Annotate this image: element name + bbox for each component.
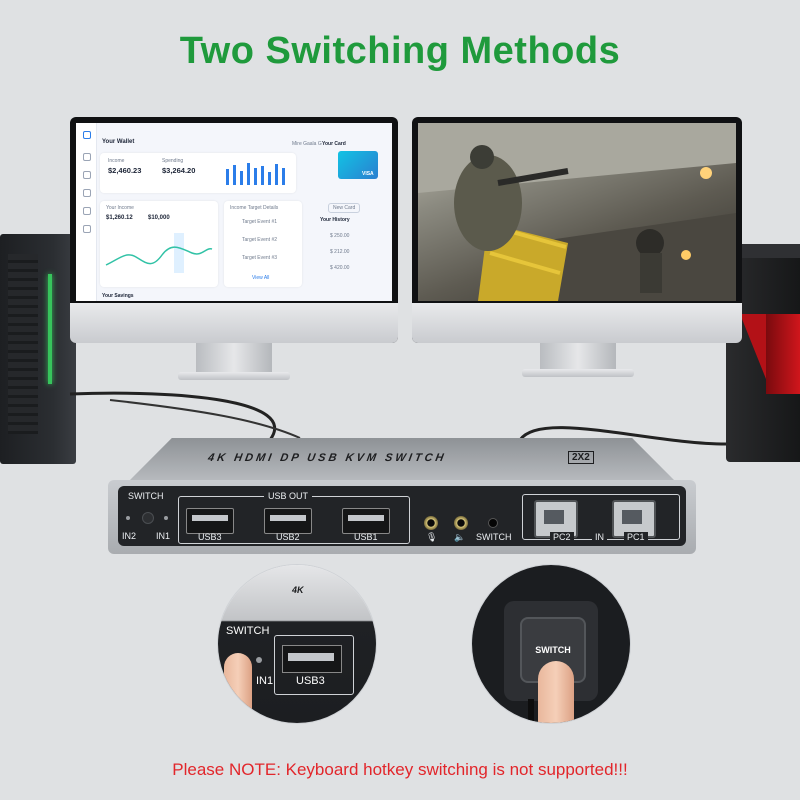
- kvm-front-panel: SWITCH IN2 IN1 USB OUT USB3 USB2 USB1 🎙 …: [118, 486, 686, 546]
- microphone-jack[interactable]: [424, 516, 438, 530]
- warning-note: Please NOTE: Keyboard hotkey switching i…: [172, 760, 628, 779]
- income-line-chart: [105, 233, 213, 273]
- speaker-icon: 🔈: [454, 532, 466, 542]
- wallet-title: Your Wallet: [102, 139, 135, 145]
- usb3-port[interactable]: [186, 508, 234, 534]
- wallet-summary-card: Income $2,460.23 Spending $3,264.20: [100, 153, 296, 193]
- kvm-switch-front: SWITCH IN2 IN1 USB OUT USB3 USB2 USB1 🎙 …: [108, 480, 696, 554]
- target-card: Income Target Details Target Event #1 Ta…: [224, 201, 302, 287]
- green-led-strip: [48, 274, 52, 384]
- headline-title: Two Switching Methods: [179, 30, 621, 72]
- pc1-usb-b-port[interactable]: [612, 500, 656, 538]
- credit-card: VISA: [338, 151, 378, 179]
- audio-jack[interactable]: [454, 516, 468, 530]
- dashboard-screen: Your Wallet Mire Gaala G Income $2,460.2…: [76, 123, 392, 301]
- left-monitor-stand: [196, 343, 272, 377]
- left-pc-tower: [0, 234, 76, 464]
- income-value: $2,460.23: [108, 166, 142, 175]
- kvm-model-label: 4K HDMI DP USB KVM SWITCH: [206, 452, 448, 464]
- usb1-port[interactable]: [342, 508, 390, 534]
- right-monitor-stand: [540, 343, 616, 373]
- mini-bar-chart: [226, 163, 285, 185]
- income-chart-card: Your Income $1,260.12 $10,000: [100, 201, 218, 287]
- finger-pressing: [224, 653, 252, 723]
- right-monitor: [412, 117, 742, 343]
- cables: [69, 391, 727, 446]
- user-name: Mire Gaala G: [292, 141, 322, 147]
- wired-switch-port[interactable]: [488, 518, 498, 528]
- red-led-panel: [766, 314, 800, 394]
- new-card-button[interactable]: New Card: [328, 203, 361, 213]
- left-monitor: Your Wallet Mire Gaala G Income $2,460.2…: [70, 117, 398, 343]
- kvm-top-surface: 4K HDMI DP USB KVM SWITCH 2X2: [128, 438, 676, 482]
- spending-value: $3,264.20: [162, 166, 196, 175]
- game-screen: [418, 123, 736, 301]
- in2-led: [126, 516, 130, 520]
- zoom-wired-switch: SWITCH: [472, 565, 630, 723]
- microphone-icon: 🎙: [426, 532, 438, 542]
- finger-pressing: [538, 661, 574, 723]
- switch-pinhole-button[interactable]: [142, 512, 154, 524]
- in1-led: [164, 516, 168, 520]
- dashboard-sidebar: [76, 123, 97, 301]
- zoom-pinhole-button: 4K SWITCH USB3 IN1: [218, 565, 376, 723]
- usb2-port[interactable]: [264, 508, 312, 534]
- wired-switch-button[interactable]: SWITCH: [520, 617, 586, 683]
